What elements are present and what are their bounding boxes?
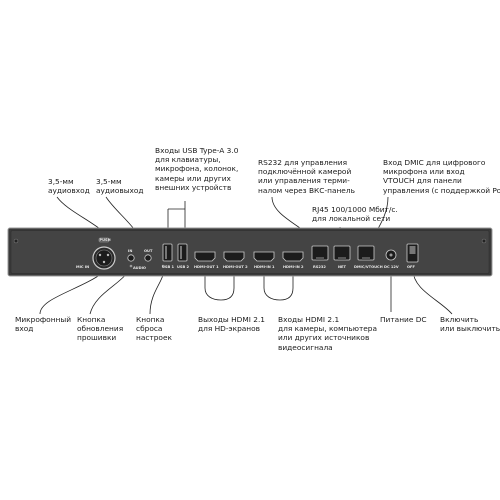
dmic-tag: DMIC/VTOUCH	[354, 265, 383, 269]
usb-inputs-label: Входы USB Type-A 3.0 для клавиатуры, мик…	[155, 146, 239, 192]
audio-tag: AUDIO	[133, 266, 146, 270]
hdmi-inputs-label: Входы HDMI 2.1 для камеры, компьютера ил…	[278, 315, 378, 352]
dmic-label: Вход DMIC для цифрового микрофона или вх…	[383, 158, 500, 195]
dc-jack	[385, 249, 397, 261]
rj45-label: RJ45 100/1000 Мбит/с. для локальной сети	[312, 205, 398, 224]
usb-port-1	[162, 243, 173, 262]
hdmi-out-2-port	[223, 251, 245, 262]
audio-jacks	[127, 254, 152, 268]
line-update	[89, 269, 131, 315]
line-hdmi-out	[204, 273, 235, 301]
reset-settings-label: Кнопка сброса настроек	[136, 315, 172, 343]
hdmi-ports	[194, 251, 304, 262]
audio-in-label: 3,5-мм аудиовход	[48, 177, 90, 196]
in-tag: IN	[128, 249, 132, 253]
line-usb	[167, 201, 186, 251]
firmware-update-label: Кнопка обновления прошивки	[77, 315, 124, 343]
net-tag: NET	[338, 265, 346, 269]
hdmi-in-2-port	[282, 251, 304, 262]
power-switch-label: Включить или выключить	[440, 315, 500, 334]
audio-in-jack	[127, 254, 135, 262]
usb-port-2	[177, 243, 188, 262]
hdmi-in1-tag: HDMI-IN 1	[254, 265, 275, 269]
line-reset	[149, 274, 164, 315]
mount-hole-left	[13, 238, 19, 244]
reset-button	[161, 264, 165, 268]
mount-hole-right	[481, 238, 487, 244]
xlr-mic-connector	[92, 237, 116, 270]
line-hdmi-in	[263, 273, 294, 301]
usb-ports	[161, 243, 188, 268]
hdmi-in2-tag: HDMI-IN 2	[283, 265, 304, 269]
audio-out-label: 3,5-мм аудиовыход	[96, 177, 144, 196]
usb2-tag: USB 2	[177, 265, 189, 269]
line-power	[412, 269, 453, 315]
usb1-tag: USB 1	[162, 265, 174, 269]
hdmi-out-1-port	[194, 251, 216, 262]
line-mic	[39, 271, 105, 315]
push-tag: PUSH	[100, 238, 111, 242]
dc-power-label: Питание DC	[380, 315, 427, 324]
mic-input-label: Микрофонный вход	[15, 315, 71, 334]
hdmi-out2-tag: HDMI-OUT 2	[223, 265, 248, 269]
rs232-label: RS232 для управления подключённой камеро…	[258, 158, 355, 195]
mic-in-tag: MIC IN	[76, 265, 89, 269]
audio-out-jack	[144, 254, 152, 262]
hdmi-outputs-label: Выходы HDMI 2.1 для HD-экранов	[198, 315, 266, 334]
rj45-ports	[311, 245, 375, 261]
hdmi-out1-tag: HDMI-OUT 1	[194, 265, 219, 269]
off-tag: OFF	[407, 265, 416, 269]
rs232-tag: RS232	[313, 265, 326, 269]
device-face	[10, 230, 490, 274]
hdmi-in-1-port	[253, 251, 275, 262]
dc12v-tag: DC 12V	[384, 265, 399, 269]
power-switch	[406, 243, 419, 263]
out-tag: OUT	[144, 249, 153, 253]
update-button	[129, 264, 133, 268]
